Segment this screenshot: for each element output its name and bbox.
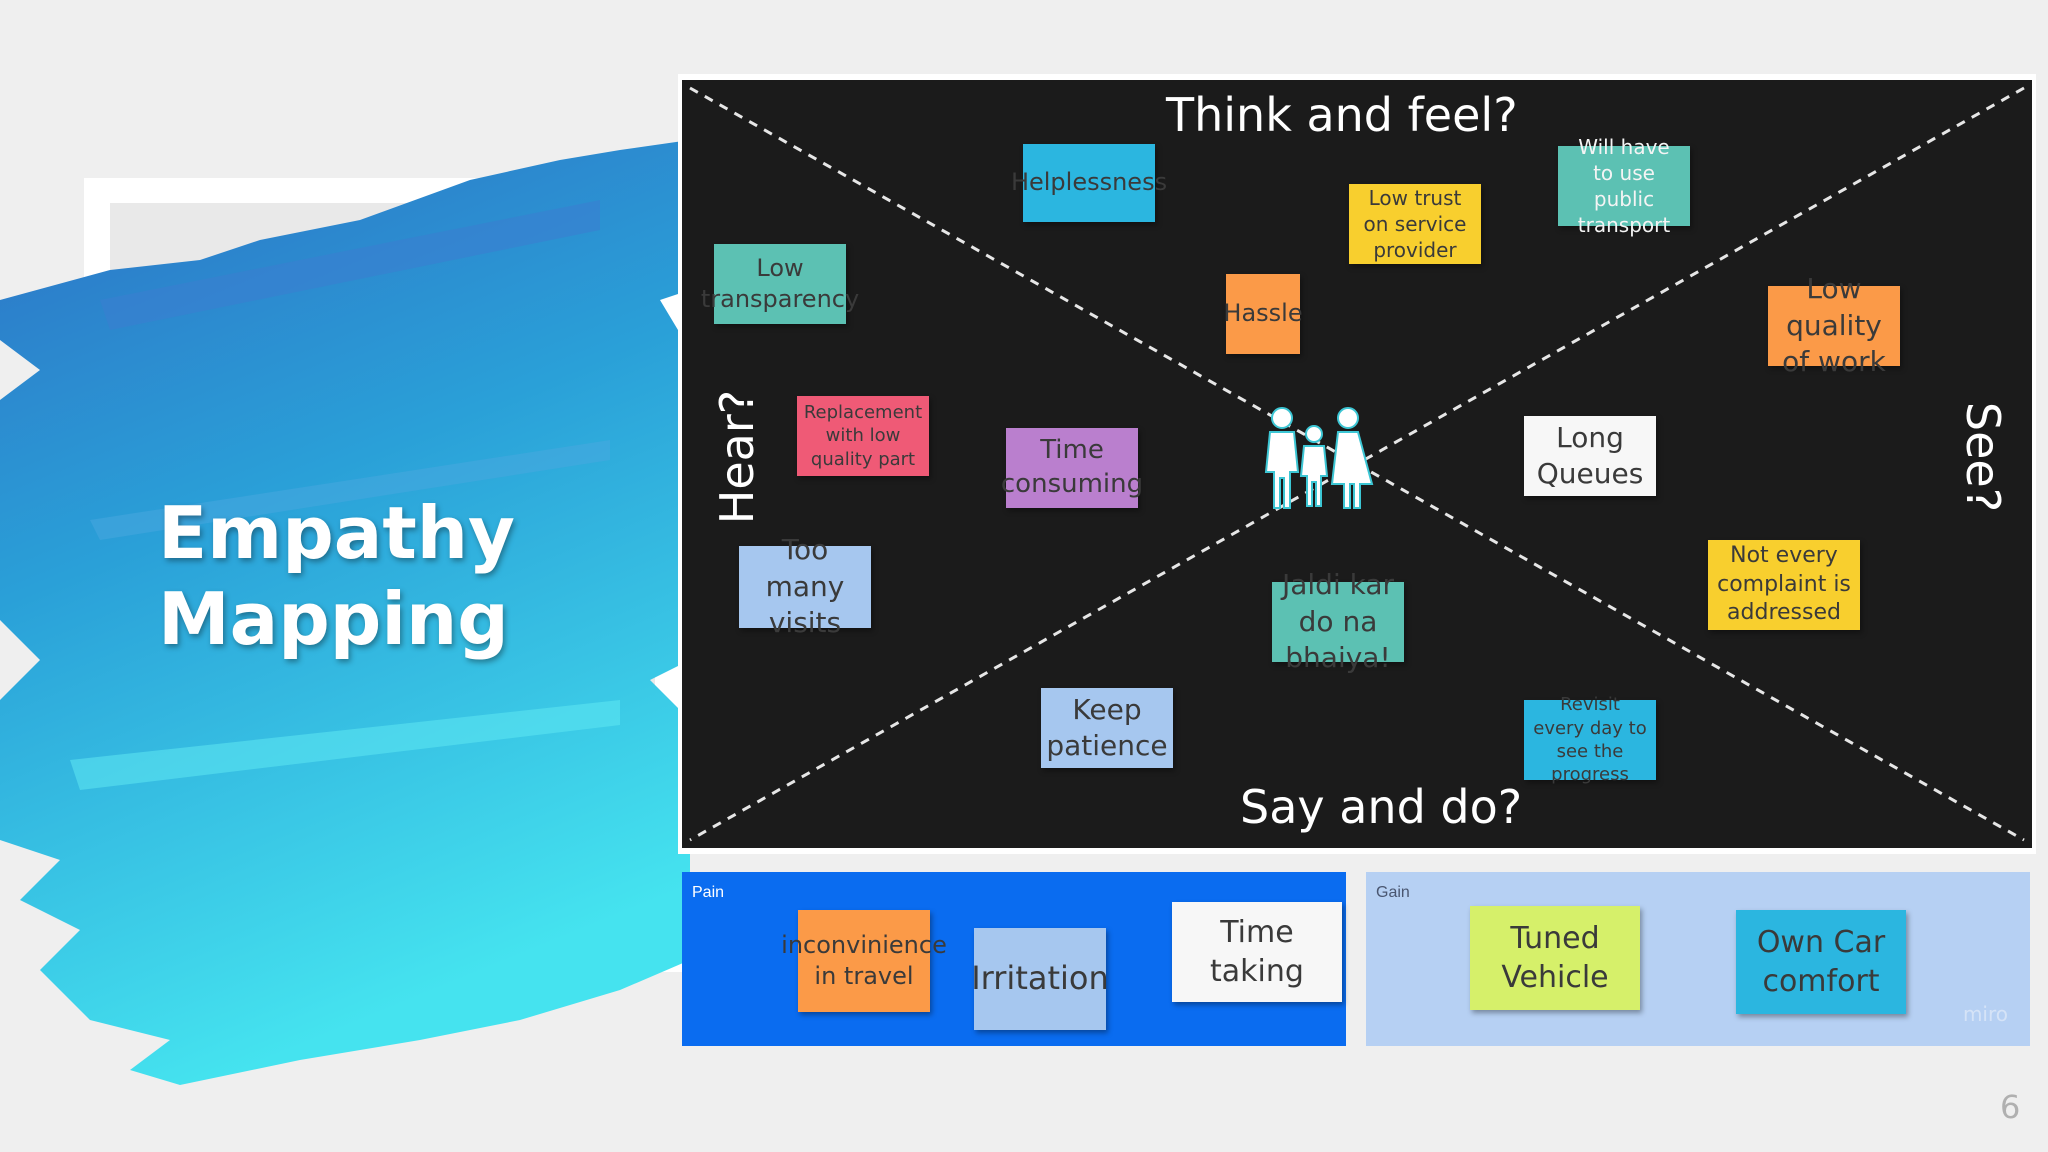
note-too-many-visits[interactable]: Too many visits xyxy=(739,533,871,639)
note-low-transparency[interactable]: Low transparency xyxy=(701,244,859,324)
gain-label: Gain xyxy=(1376,884,1410,901)
page-number: 6 xyxy=(2000,1088,2021,1126)
gain-panel: Gain Tuned Vehicle Own Car comfort miro xyxy=(1366,872,2030,1046)
note-low-trust[interactable]: Low trust on service provider xyxy=(1349,184,1481,264)
slide-title: Empathy Mapping xyxy=(158,490,515,662)
note-tuned-vehicle[interactable]: Tuned Vehicle xyxy=(1470,906,1640,1010)
note-long-queues[interactable]: Long Queues xyxy=(1524,416,1656,496)
note-keep-patience[interactable]: Keep patience xyxy=(1041,688,1173,768)
note-replacement[interactable]: Replacement with low quality part xyxy=(797,396,929,476)
note-inconvenience[interactable]: inconvinience in travel xyxy=(781,910,947,1012)
note-own-car[interactable]: Own Car comfort xyxy=(1736,910,1906,1014)
note-revisit[interactable]: Revisit every day to see the progress xyxy=(1524,694,1656,785)
note-jaldi[interactable]: Jaldi kar do na bhaiya! xyxy=(1272,568,1404,674)
family-icon xyxy=(1264,407,1374,509)
quadrant-say-do-label: Say and do? xyxy=(1240,780,1523,834)
note-low-quality[interactable]: Low quality of work xyxy=(1768,272,1900,378)
note-time-consuming[interactable]: Time consuming xyxy=(1001,428,1143,508)
paint-brush-stroke xyxy=(0,140,690,1085)
note-irritation[interactable]: Irritation xyxy=(971,928,1109,1030)
title-line-2: Mapping xyxy=(158,577,509,661)
quadrant-see-label: See? xyxy=(1955,401,2010,513)
miro-watermark: miro xyxy=(1962,1002,2008,1026)
note-helplessness[interactable]: Helplessness xyxy=(1011,144,1167,222)
quadrant-hear-label: Hear? xyxy=(710,389,765,525)
note-public-transport[interactable]: Will have to use public transport xyxy=(1558,135,1690,237)
title-line-1: Empathy xyxy=(158,491,515,575)
note-not-every-complaint[interactable]: Not every complaint is addressed xyxy=(1708,540,1860,630)
note-time-taking[interactable]: Time taking xyxy=(1172,902,1342,1002)
quadrant-think-feel-label: Think and feel? xyxy=(1166,88,1518,142)
empathy-map-board: Think and feel? Say and do? Hear? See? H… xyxy=(682,80,2032,848)
pain-label: Pain xyxy=(692,884,725,901)
pain-panel: Pain inconvinience in travel Irritation … xyxy=(682,872,1346,1046)
note-hassle[interactable]: Hassle xyxy=(1223,274,1303,354)
